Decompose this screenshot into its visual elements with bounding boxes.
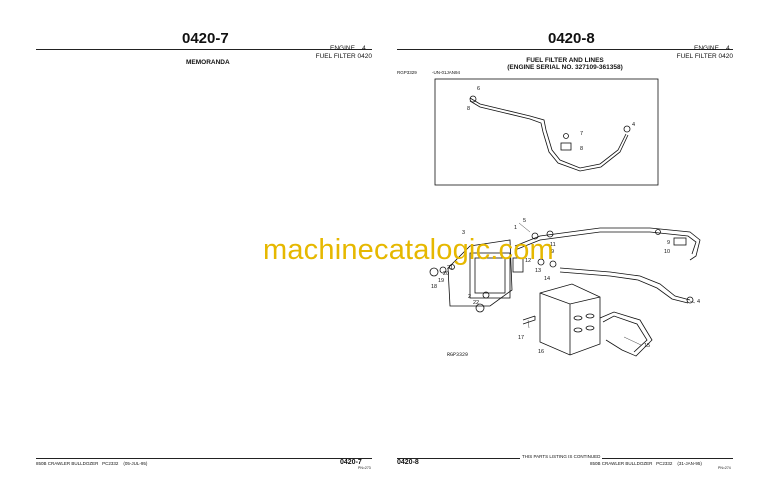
inset-fitting-a (469, 95, 477, 103)
svg-text:14: 14 (544, 276, 550, 282)
svg-text:15: 15 (644, 343, 650, 349)
right-section-label: ENGINE 4 (694, 45, 730, 52)
svg-text:6: 6 (477, 86, 480, 92)
figure-subtitle: (ENGINE SERIAL NO. 327109-361358) (507, 64, 623, 71)
memoranda-heading: MEMORANDA (186, 59, 230, 66)
inset-pipe (469, 97, 627, 169)
left-header-rule (36, 49, 372, 50)
right-footer-date: (31-JAN-95) (677, 461, 702, 466)
watermark: machinecatalogic.com (263, 234, 554, 266)
figure-code: RGP3329 (397, 70, 417, 75)
left-section-label: ENGINE 4 (330, 45, 366, 52)
fitting-12 (512, 257, 524, 273)
right-section-num: 4 (726, 45, 730, 52)
left-section-num: 4 (362, 45, 366, 52)
svg-text:12: 12 (525, 258, 531, 264)
svg-text:22: 22 (473, 300, 479, 306)
left-footer-model: 850B CRAWLER BULLDOZER (36, 461, 99, 466)
svg-text:4: 4 (697, 299, 700, 305)
right-footer-number: 0420-8 (397, 459, 419, 466)
right-section: ENGINE (694, 45, 719, 52)
inset-fitting-b (623, 125, 631, 133)
svg-text:16: 16 (538, 349, 544, 355)
left-footer-pn: PN=273 (358, 466, 371, 470)
fitting-10 (673, 237, 687, 246)
left-footer-catalog: PC2332 (102, 461, 119, 466)
right-footer-model: 850B CRAWLER BULLDOZER (590, 461, 653, 466)
left-footer-text: 850B CRAWLER BULLDOZER PC2332 (05-JUL-95… (36, 461, 147, 466)
svg-text:8: 8 (467, 106, 470, 112)
svg-text:20: 20 (443, 271, 449, 277)
svg-text:10: 10 (664, 249, 670, 255)
drawing-code: RGP3329 (447, 352, 469, 358)
fuel-filter-element (539, 283, 601, 356)
svg-text:17: 17 (518, 335, 524, 341)
left-group-label: FUEL FILTER 0420 (315, 53, 372, 60)
bolt-17 (522, 315, 536, 325)
figure-title: FUEL FILTER AND LINES (526, 57, 604, 64)
svg-text:7: 7 (580, 131, 583, 137)
svg-text:21: 21 (447, 265, 453, 271)
right-group-label: FUEL FILTER 0420 (676, 53, 733, 60)
svg-text:3: 3 (462, 230, 465, 236)
svg-text:8: 8 (580, 146, 583, 152)
filter-head-body (469, 252, 511, 299)
svg-text:2: 2 (468, 294, 471, 300)
svg-text:11: 11 (550, 242, 556, 248)
svg-text:9: 9 (667, 240, 670, 246)
svg-text:4: 4 (632, 122, 635, 128)
svg-text:13: 13 (535, 268, 541, 274)
left-footer-number: 0420-7 (340, 459, 362, 466)
figure-code-suffix: -UN-01JAN94 (432, 70, 461, 75)
right-page-number: 0420-8 (548, 30, 595, 47)
svg-text:9: 9 (551, 249, 554, 255)
right-footer-pn: PN=274 (718, 466, 731, 470)
left-section: ENGINE (330, 45, 355, 52)
right-header-rule (397, 49, 733, 50)
right-footer-catalog: PC2332 (656, 461, 673, 466)
filter-head (447, 239, 513, 307)
inset-clamp (560, 142, 572, 151)
upper-fuel-line (514, 227, 701, 261)
continued-note: THIS PARTS LISTING IS CONTINUED (520, 454, 603, 459)
left-page-number: 0420-7 (182, 30, 229, 47)
svg-text:5: 5 (523, 218, 526, 224)
left-footer-date: (05-JUL-95) (123, 461, 148, 466)
left-footer-rule (36, 458, 372, 459)
inset-frame (434, 78, 659, 186)
lower-return-line (559, 267, 691, 301)
svg-text:19: 19 (438, 278, 444, 284)
svg-text:18: 18 (431, 284, 437, 290)
right-footer-text: 850B CRAWLER BULLDOZER PC2332 (31-JAN-95… (590, 461, 702, 466)
filter-clamp (599, 311, 653, 357)
svg-text:1: 1 (514, 225, 517, 231)
